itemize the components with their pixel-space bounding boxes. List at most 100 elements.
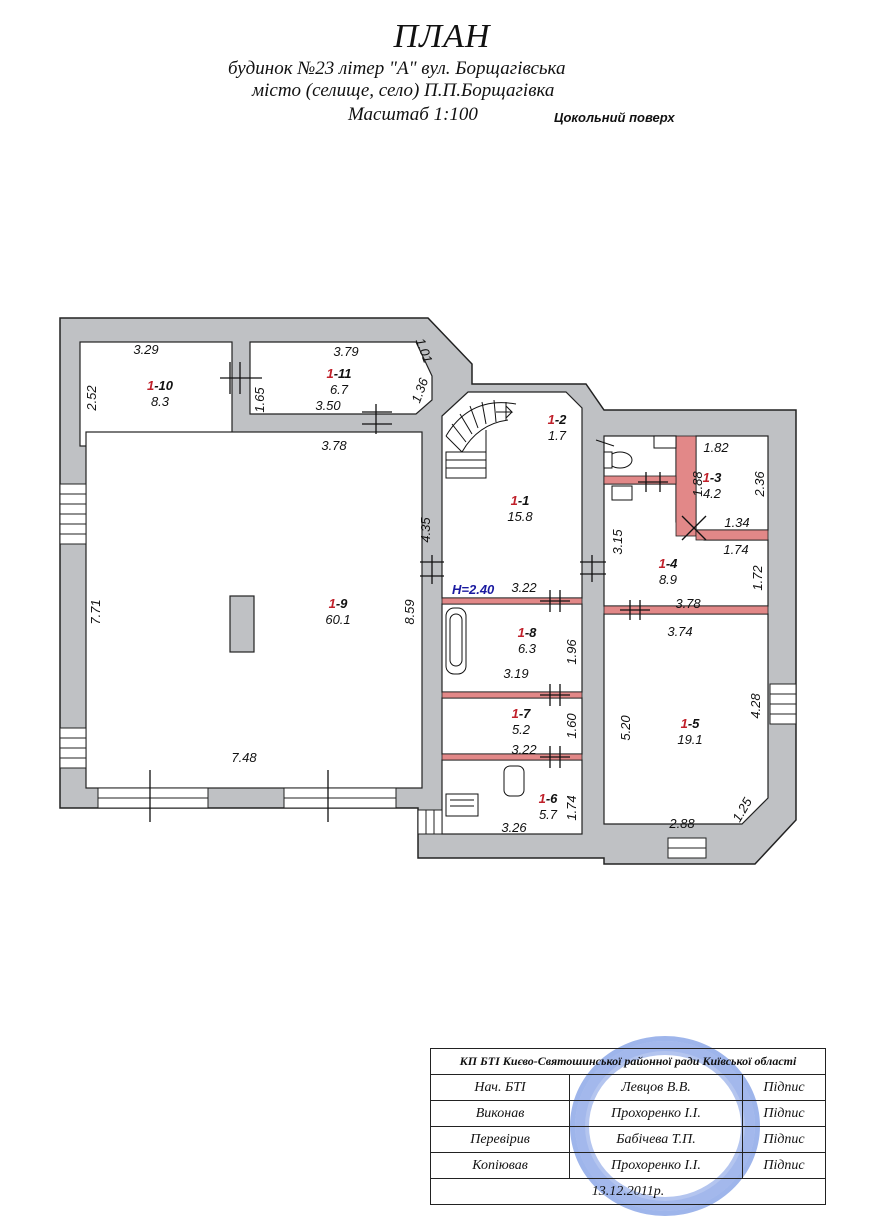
room-1-10: [79, 341, 233, 447]
room-area: 60.1: [325, 612, 350, 627]
room-area: 4.2: [703, 486, 722, 501]
dimension-label: 7.71: [88, 599, 103, 624]
room-number: 1-10: [147, 378, 174, 393]
room-number: 1-2: [548, 412, 568, 427]
role-cell: Виконав: [430, 1100, 570, 1127]
dimension-label: 3.29: [133, 342, 158, 357]
column: [229, 595, 255, 653]
scale-label: Масштаб 1:100: [348, 104, 478, 125]
name-cell: Прохоренко І.І.: [569, 1100, 743, 1127]
room-1-7: [441, 697, 583, 755]
room-floor-number: 1: [659, 556, 666, 571]
room-area: 8.3: [151, 394, 170, 409]
dimension-label: 2.52: [84, 385, 99, 412]
role-cell: Перевірив: [430, 1126, 570, 1153]
dimension-label: 1.74: [564, 795, 579, 820]
room-1-3: [695, 435, 769, 531]
dimension-label: 2.88: [668, 816, 695, 831]
dimension-label: 1.82: [703, 440, 729, 455]
signature-cell: Підпис: [742, 1152, 826, 1179]
dimension-label: 1.88: [690, 471, 705, 497]
partition-1-7-top: [441, 691, 583, 699]
role-cell: Нач. БТІ: [430, 1074, 570, 1101]
dimension-label: 1.65: [252, 387, 267, 413]
room-number: 1-8: [518, 625, 538, 640]
sink: [653, 435, 677, 449]
dimension-label: 3.78: [675, 596, 701, 611]
room-area: 6.7: [330, 382, 349, 397]
dimension-label: 8.59: [402, 599, 417, 624]
dimension-label: 1.72: [750, 565, 765, 591]
room-index: -11: [334, 366, 352, 381]
dimension-label: 3.79: [333, 344, 358, 359]
dimension-label: 4.35: [418, 517, 433, 543]
role-cell: Копіював: [430, 1152, 570, 1179]
room-index: -3: [710, 470, 722, 485]
partition-1-3-bottom: [695, 529, 769, 541]
dimension-label: 3.22: [511, 742, 537, 757]
dimension-label: 1.60: [564, 713, 579, 739]
room-number: 1-7: [512, 706, 532, 721]
signature-cell: Підпис: [742, 1100, 826, 1127]
room-area: 6.3: [518, 641, 537, 656]
room-area: 5.7: [539, 807, 558, 822]
floor-label: Цокольний поверх: [554, 110, 675, 125]
room-number: 1-9: [329, 596, 349, 611]
dimension-label: 5.20: [618, 715, 633, 741]
room-floor-number: 1: [703, 470, 710, 485]
boiler: [503, 765, 525, 797]
partition-1-8-top: [441, 597, 583, 605]
date-cell: 13.12.2011р.: [430, 1178, 826, 1205]
partition-1-5-top: [603, 605, 769, 615]
room-index: -8: [525, 625, 537, 640]
room-floor-number: 1: [329, 596, 336, 611]
dimension-label: 3.26: [501, 820, 527, 835]
room-floor-number: 1: [512, 706, 519, 721]
dimension-label: 1.34: [724, 515, 749, 530]
dimension-label: 3.50: [315, 398, 341, 413]
dimension-label: 3.15: [610, 529, 625, 555]
room-floor-number: 1: [511, 493, 518, 508]
dimension-label: 1.74: [723, 542, 748, 557]
room-floor-number: 1: [518, 625, 525, 640]
dimension-label: 4.28: [748, 693, 763, 719]
dimension-label: 3.22: [511, 580, 537, 595]
room-floor-number: 1: [548, 412, 555, 427]
ceiling-height-label: Н=2.40: [452, 582, 495, 597]
room-number: 1-3: [703, 470, 723, 485]
dimension-label: 7.48: [231, 750, 257, 765]
stove: [445, 793, 479, 817]
name-cell: Левцов В.В.: [569, 1074, 743, 1101]
room-number: 1-11: [326, 366, 351, 381]
dimension-label: 2.36: [752, 471, 767, 498]
room-area: 19.1: [677, 732, 702, 747]
room-area: 8.9: [659, 572, 677, 587]
room-number: 1-1: [511, 493, 530, 508]
room-index: -9: [336, 596, 348, 611]
room-index: -2: [555, 412, 567, 427]
room-number: 1-6: [539, 791, 559, 806]
room-floor-number: 1: [539, 791, 546, 806]
room-index: -6: [546, 791, 558, 806]
signature-cell: Підпис: [742, 1126, 826, 1153]
house-address: будинок №23 літер "А" вул. Борщагівська: [228, 58, 566, 79]
dimension-label: 3.78: [321, 438, 347, 453]
partition-1-2-bottom: [603, 475, 677, 485]
room-index: -10: [154, 378, 174, 393]
room-number: 1-4: [659, 556, 679, 571]
staircase: [445, 399, 517, 479]
room-index: -5: [688, 716, 700, 731]
plan-title: ПЛАН: [393, 18, 491, 55]
room-number: 1-5: [681, 716, 701, 731]
title-block: КП БТІ Києво-Святошинської районної ради…: [430, 1048, 826, 1205]
name-cell: Бабічева Т.П.: [569, 1126, 743, 1153]
room-1-11: [249, 341, 433, 415]
room-area: 15.8: [507, 509, 533, 524]
room-floor-number: 1: [326, 366, 333, 381]
signature-cell: Підпис: [742, 1074, 826, 1101]
room-floor-number: 1: [681, 716, 688, 731]
settlement-line: місто (селище, село) П.П.Борщагівка: [252, 80, 555, 101]
window-door: [417, 809, 443, 835]
dimension-label: 3.19: [503, 666, 528, 681]
